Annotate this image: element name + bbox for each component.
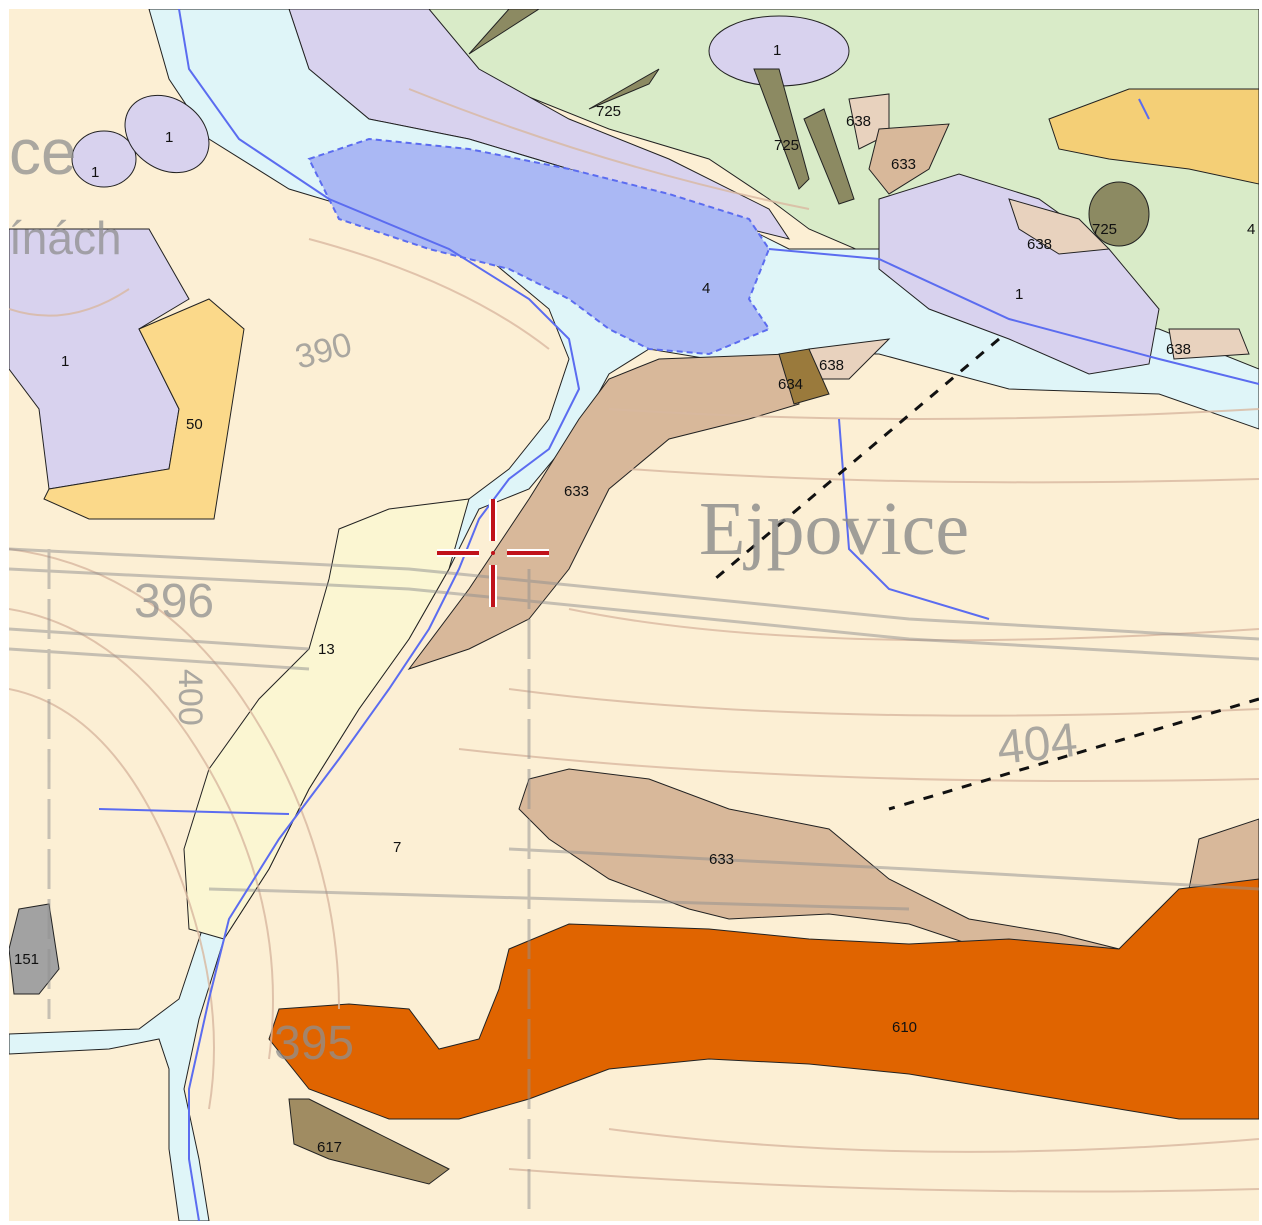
label-unit-50: 50: [186, 416, 203, 433]
geological-map[interactable]: Ejpovice 396 395 404 390 400 ce ínách 1 …: [9, 9, 1259, 1221]
partial-label-ce: ce: [9, 116, 77, 188]
label-unit-1-d: 1: [773, 42, 781, 59]
unit-634-patch[interactable]: [778, 348, 830, 405]
elevation-395: 395: [274, 1017, 354, 1070]
partial-label-inach: ínách: [9, 212, 122, 264]
fault-lines: [708, 337, 1259, 811]
unit-1-ellipse-a[interactable]: [71, 130, 137, 188]
unit-yellow-area[interactable]: [1048, 88, 1259, 185]
town-label: Ejpovice: [699, 487, 969, 571]
label-unit-1-b: 1: [165, 129, 173, 146]
label-unit-633-a: 633: [564, 483, 589, 500]
topo-overlay: [9, 547, 1259, 1209]
label-unit-7: 7: [393, 839, 401, 856]
label-unit-4-edge: 4: [1247, 221, 1255, 238]
elevation-400: 400: [171, 669, 209, 726]
label-unit-1-c: 1: [61, 353, 69, 370]
label-unit-610: 610: [892, 1019, 917, 1036]
elevation-396: 396: [134, 575, 214, 628]
label-unit-1-a: 1: [91, 164, 99, 181]
label-unit-638-c: 638: [819, 357, 844, 374]
label-unit-633-c: 633: [891, 156, 916, 173]
unit-725-ellipse[interactable]: [1088, 181, 1150, 247]
label-unit-725-c: 725: [1092, 221, 1117, 238]
label-unit-634: 634: [778, 376, 803, 393]
unit-725-streak-d[interactable]: [588, 68, 660, 110]
unit-725-streak-b[interactable]: [753, 68, 810, 190]
label-unit-13: 13: [318, 641, 335, 658]
elevation-404: 404: [995, 714, 1080, 775]
label-unit-638-a: 638: [846, 113, 871, 130]
unit-633-top[interactable]: [868, 123, 950, 195]
unit-50-area[interactable]: [43, 298, 245, 520]
unit-610-band[interactable]: [268, 878, 1259, 1120]
crosshair-icon[interactable]: [437, 499, 549, 607]
unit-617-patch[interactable]: [288, 1098, 450, 1185]
label-unit-725-a: 725: [596, 103, 621, 120]
label-unit-633-b: 633: [709, 851, 734, 868]
label-unit-4: 4: [702, 280, 710, 297]
unit-638-patch-b[interactable]: [1008, 198, 1111, 255]
unit-1-right[interactable]: [878, 173, 1160, 375]
label-unit-638-d: 638: [1166, 341, 1191, 358]
unit-638-patch-d[interactable]: [1168, 328, 1250, 360]
reservoir-area[interactable]: [307, 137, 771, 356]
label-unit-617: 617: [317, 1139, 342, 1156]
label-unit-638-b: 638: [1027, 236, 1052, 253]
river-lines: [98, 9, 1259, 1221]
unit-1-ellipse-b[interactable]: [110, 80, 224, 189]
unit-725-streak-a[interactable]: [468, 9, 540, 55]
label-unit-151: 151: [14, 951, 39, 968]
label-unit-725-b: 725: [774, 137, 799, 154]
label-unit-1-e: 1: [1015, 286, 1023, 303]
unit-13-area[interactable]: [183, 498, 470, 940]
unit-725-streak-c[interactable]: [803, 108, 855, 205]
